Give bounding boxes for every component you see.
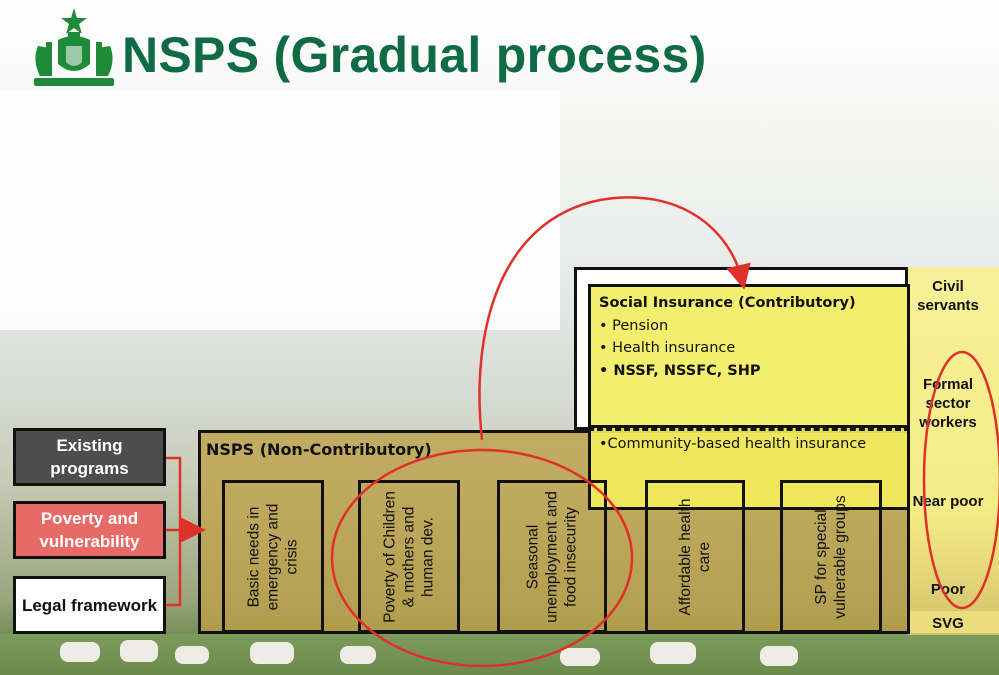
social-insurance-title: Social Insurance (Contributory) [599,295,856,311]
existing-programs-label: Existing programs [13,428,166,486]
segment-civil-servants: Civil servants [917,278,979,314]
cattle-silhouette [760,646,798,666]
cattle-silhouette [560,648,600,666]
bullet-pension: • Pension [599,318,669,334]
cattle-silhouette [250,642,294,664]
royal-coat-of-arms-logo [34,8,114,86]
population-segment-band [908,267,999,635]
cattle-silhouette [650,642,696,664]
bracket-line [166,456,182,607]
grass-field [0,634,999,675]
svg-segment-fill [908,611,999,633]
community-health-insurance-box [588,428,910,510]
ellipse-highlight-programs [330,448,634,668]
cattle-silhouette [340,646,376,664]
program-box-affordable-health: Affordable health care [645,480,745,633]
segment-formal-sector-workers: Formal sector workers [919,376,977,431]
cattle-silhouette [60,642,100,662]
program-box-special-vulnerable: SP for special vulnerable groups [780,480,882,633]
program-box-basic-needs: Basic needs in emergency and crisis [222,480,324,633]
poverty-vulnerability-label: Poverty and vulnerability [13,501,166,559]
curved-arrow [478,196,751,441]
bullet-health-insurance: • Health insurance [599,340,736,356]
legal-framework-label: Legal framework [13,576,166,634]
bullet-nssf: • NSSF, NSSFC, SHP [599,363,761,379]
background-haze [0,90,560,330]
segment-svg: SVG [932,615,964,632]
nsps-non-contributory-title: NSPS (Non-Contributory) [206,440,432,459]
segment-near-poor: Near poor [912,493,984,510]
program-box-poverty-children: Poverty of Children & mothers and human … [358,480,460,633]
cattle-silhouette [120,640,158,662]
ellipse-highlight-segments [922,350,999,610]
community-health-insurance-label: •Community-based health insurance [599,436,867,452]
page-title: NSPS (Gradual process) [122,27,707,83]
program-box-seasonal-unemployment: Seasonal unemployment and food insecurit… [497,480,607,633]
cattle-silhouette [175,646,209,664]
social-insurance-box [588,284,910,428]
